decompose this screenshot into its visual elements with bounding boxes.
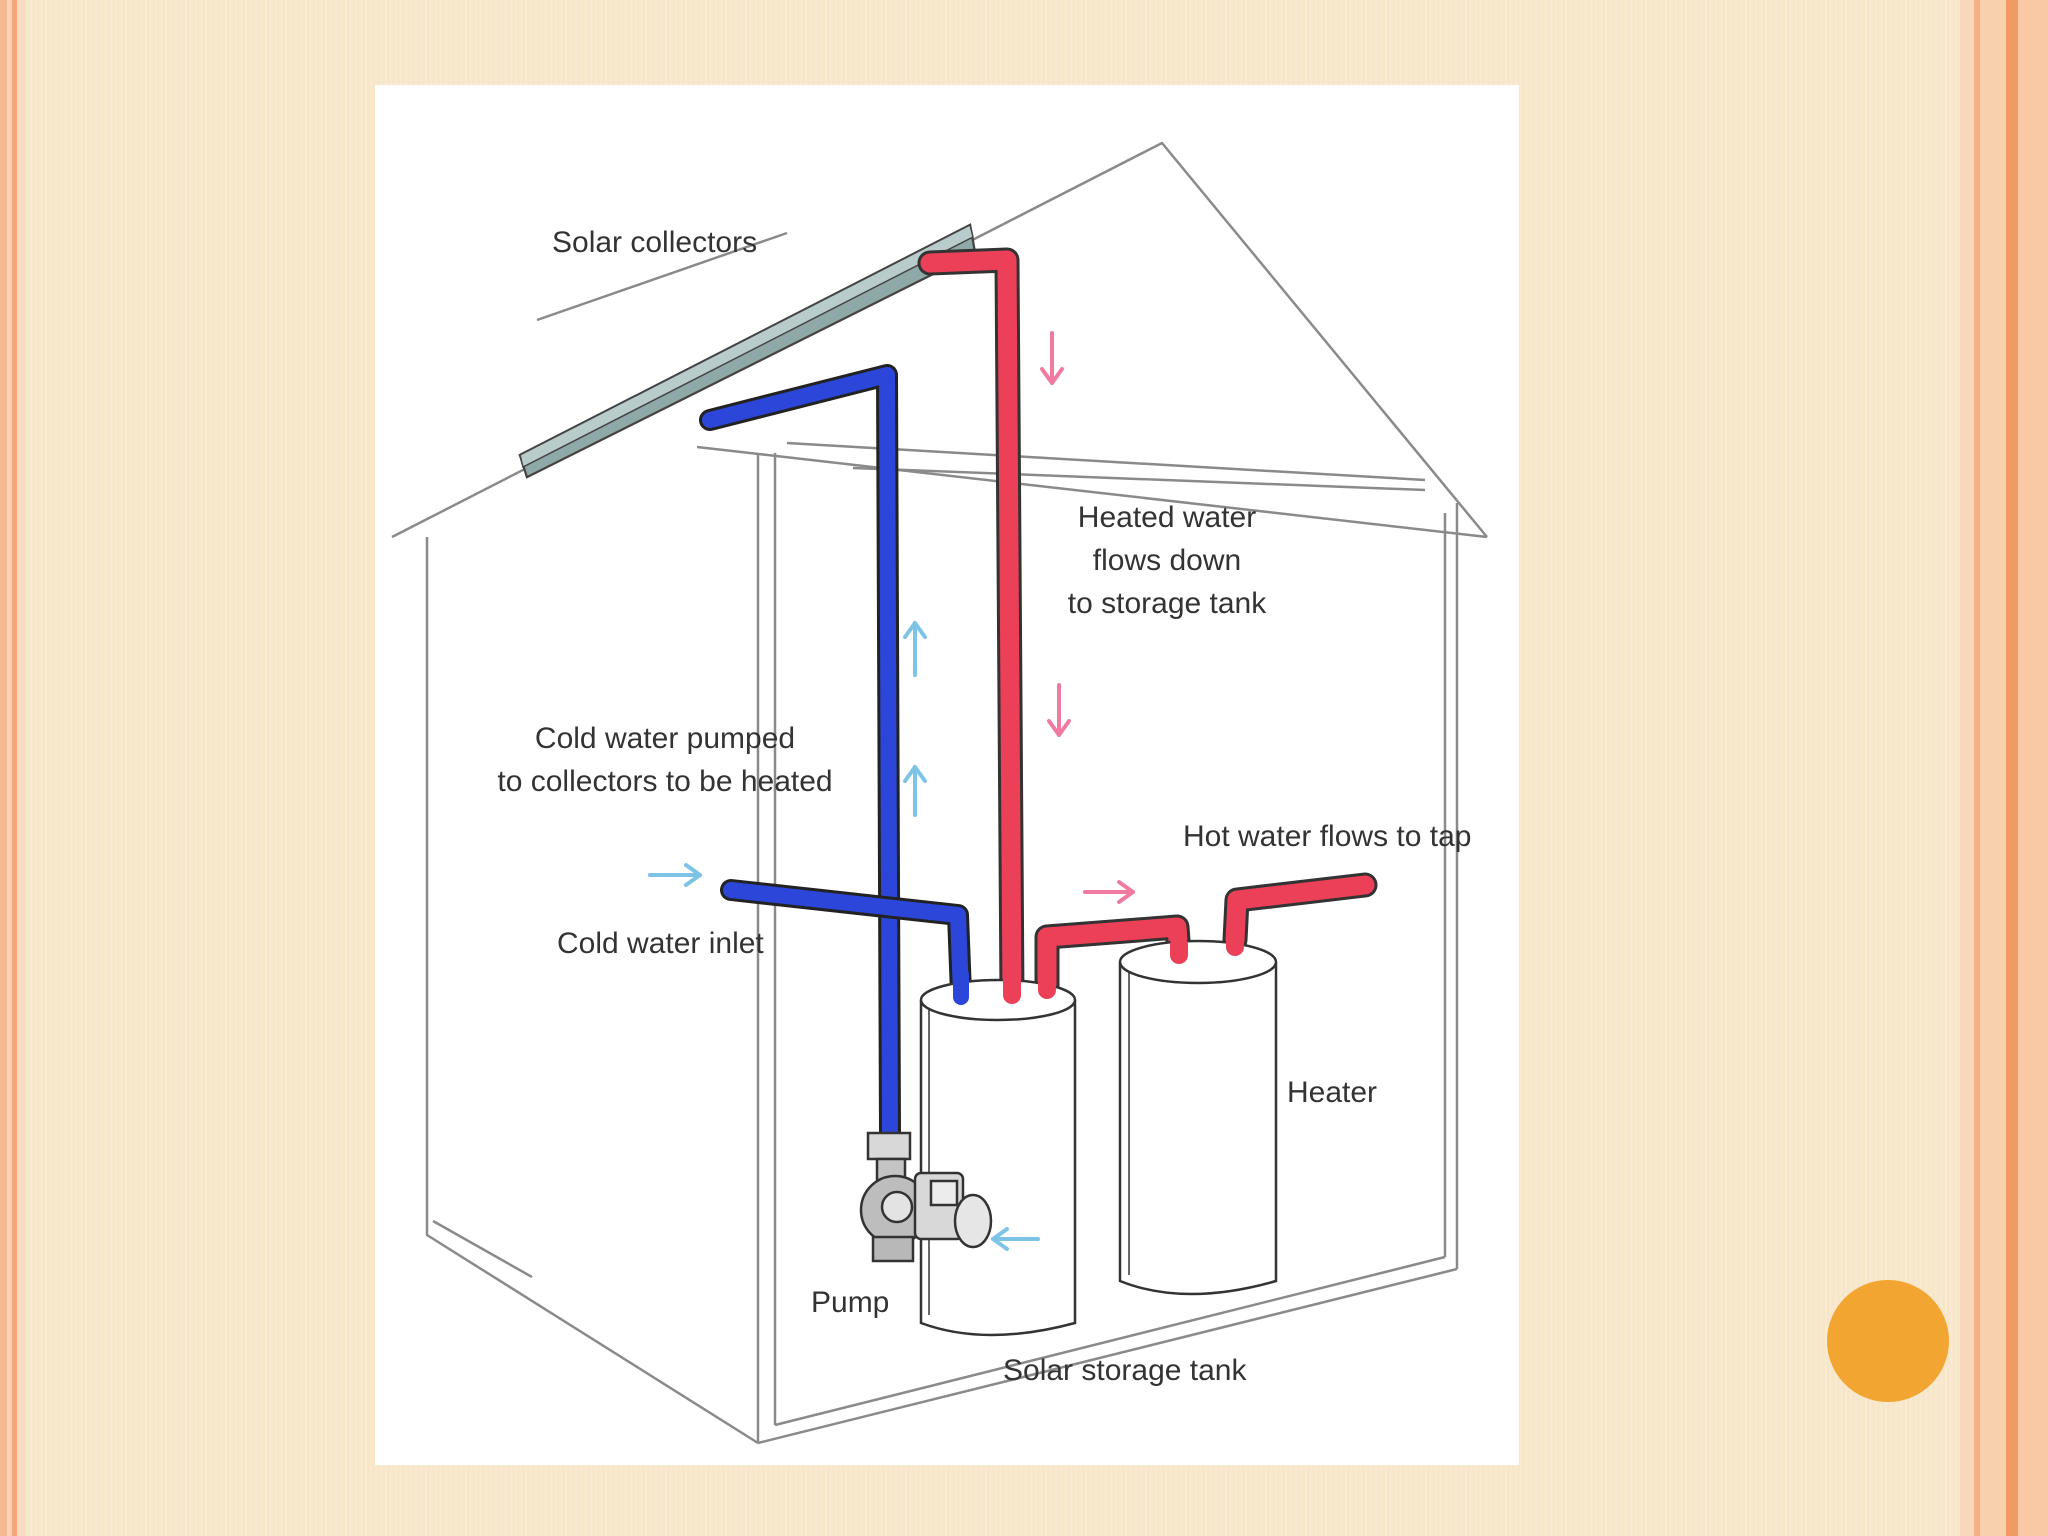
heater-tank — [1118, 939, 1278, 1296]
left-border-decoration — [0, 0, 26, 1536]
house-outline — [391, 141, 1488, 1445]
arrow-icon — [1040, 331, 1064, 385]
diagram-labels: Solar collectors Heated water flows down… — [497, 226, 1471, 1387]
label-heated-water-line1: Heated water — [1078, 501, 1256, 534]
arrow-icon — [903, 765, 927, 817]
arrow-icon — [903, 621, 927, 677]
right-border-decoration — [1960, 0, 2048, 1536]
arrow-icon — [991, 1227, 1040, 1251]
label-solar-storage-tank: Solar storage tank — [1003, 1354, 1247, 1387]
hot-water-flow-arrows — [1040, 331, 1135, 904]
diagram-canvas: Solar collectors Heated water flows down… — [391, 141, 1488, 1445]
pump-icon — [859, 1131, 993, 1263]
arrow-icon — [1083, 880, 1135, 904]
label-cold-pumped-line2: to collectors to be heated — [497, 765, 832, 798]
storage-tank-pipe-ends — [953, 956, 1056, 1005]
cold-water-flow-arrows — [648, 621, 1040, 1251]
accent-dot — [1827, 1280, 1949, 1402]
label-hot-water-tap: Hot water flows to tap — [1183, 820, 1471, 853]
solar-collector-panel — [518, 223, 977, 479]
label-heated-water-line2: flows down — [1093, 544, 1241, 577]
arrow-icon — [1047, 683, 1071, 737]
label-cold-pumped-line1: Cold water pumped — [535, 722, 795, 755]
hot-pipe-system — [917, 247, 1378, 1010]
label-cold-water-inlet: Cold water inlet — [557, 927, 764, 960]
label-heater: Heater — [1287, 1076, 1377, 1109]
label-heated-water-line3: to storage tank — [1068, 587, 1267, 620]
solar-water-heating-diagram: Solar collectors Heated water flows down… — [375, 85, 1519, 1465]
cold-pipe-system — [699, 364, 972, 1144]
heater-pipe-ends — [1170, 921, 1244, 964]
arrow-icon — [648, 863, 702, 887]
solar-storage-tank — [919, 978, 1077, 1337]
label-solar-collectors: Solar collectors — [552, 226, 757, 259]
label-pump: Pump — [811, 1286, 889, 1319]
